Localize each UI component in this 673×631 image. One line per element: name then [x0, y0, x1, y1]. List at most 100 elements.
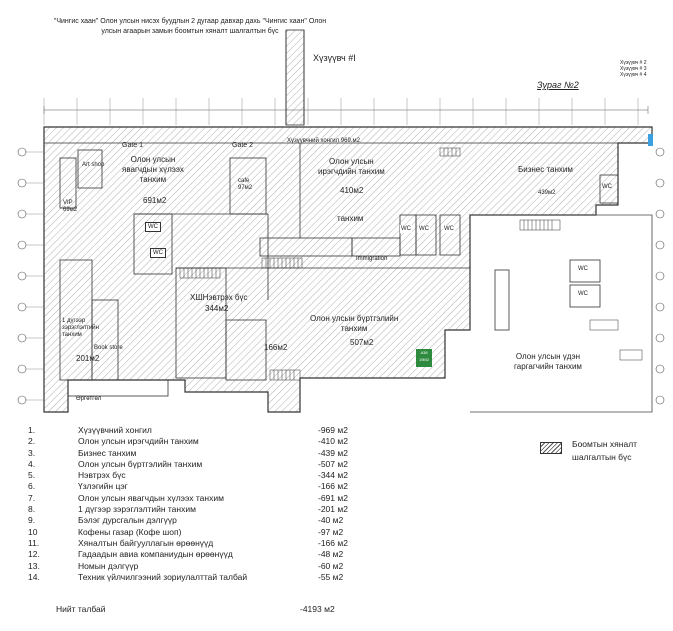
legend-name: Олон улсын бүртгэлийн танхим	[78, 458, 203, 469]
zone-201-area: 201м2	[76, 354, 100, 363]
legend-area: -691 м2	[318, 492, 348, 503]
legend-row: 10 Кофены газар (Кофе шоп) -97 м2	[28, 527, 398, 538]
figure-label: Зураг №2	[537, 80, 579, 90]
total-area-label: Нийт талбай	[56, 604, 106, 614]
arrival-hall-area: 410м2	[340, 186, 364, 195]
legend-area: -48 м2	[318, 549, 344, 560]
registration-hall-area: 507м2	[350, 338, 374, 347]
vip-label: VIP 69м2	[63, 200, 78, 213]
legend-num: 12.	[28, 549, 40, 560]
hall-label: танхим	[337, 214, 364, 223]
departure-lounge-label: Олон улсын явагчдын хүлээх танхим	[122, 155, 184, 184]
wc-label-1: WC	[145, 222, 161, 232]
legend-row: 11.Хяналтын байгууллагын өрөөнүүд-166 м2	[28, 538, 398, 549]
legend-row: 6. Үзлэгийн цэг -166 м2	[28, 481, 398, 492]
legend-name: Номын дэлгүүр	[78, 560, 139, 571]
entry-zone-label: ХШНэвтрэх бүс	[190, 293, 248, 302]
legend-area: -969 м2	[318, 425, 348, 435]
drawing-title: "Чингис хаан" Олон улсын нисэх буудлын 2…	[40, 17, 340, 37]
forecourt-label: Хүзүүвч #I	[313, 53, 356, 63]
legend-num: 8.	[28, 504, 36, 515]
first-class-label: 1 дүгээр зэрэглэлтийн танхим	[62, 318, 99, 338]
zone-166-area: 166м2	[264, 343, 288, 352]
legend-num: 1.	[28, 425, 36, 435]
legend-row: 8. 1 дүгээр зэрэглэлтийн танхим -201 м2	[28, 504, 398, 515]
legend-name: Хүзүүвчний хонгил	[78, 425, 152, 435]
legend-num: 10	[28, 526, 38, 537]
legend-area: -97 м2	[318, 526, 344, 537]
wc-label-4: WC	[418, 225, 430, 233]
title-line-2: улсын агаарын замын боомтын хяналт шалга…	[101, 28, 279, 35]
legend-num: 2.	[28, 436, 36, 447]
wc-label-8: WC	[602, 184, 612, 190]
cafe-label: cafe 97м2	[238, 178, 253, 191]
legend-name: Олон улсын явагчдын хүлээх танхим	[78, 492, 224, 503]
legend-area: -166 м2	[318, 537, 348, 548]
corridor-label: Хүзүүвчний хонгил 969.м2	[287, 138, 360, 144]
legend-row: 14. Техник үйлчилгээний зориулалттай талб…	[28, 572, 398, 583]
legend-area: -439 м2	[318, 447, 348, 458]
legend-list: 1. Хүзүүвчний хонгил -969 м2 2. Олон улсын …	[28, 425, 398, 583]
legend-area: -166 м2	[318, 481, 348, 492]
gate-marker-4: Хүзүүвч # 4	[620, 72, 647, 78]
legend-name: Кофены газар (Кофе шоп)	[78, 526, 182, 537]
legend-name: Үзлэгийн цэг	[78, 481, 128, 492]
gate-1-label: Gate 1	[122, 142, 144, 149]
gate-markers: Хүзүүвч # 2 Хүзүүвч # 3 Хүзүүвч # 4	[620, 60, 647, 78]
legend-row: 7. Олон улсын явагчдын хүлээх танхим -691 …	[28, 493, 398, 504]
hatch-key-swatch	[540, 442, 562, 454]
legend-num: 14.	[28, 571, 40, 582]
legend-row: 4. Олон улсын бүртгэлийн танхим -507 м2	[28, 459, 398, 470]
registration-hall-label: Олон улсын бүртгэлийн танхим	[310, 314, 399, 333]
wc-label-7: WC	[578, 291, 588, 297]
arrival-hall-label: Олон улсын ирэгчдийн танхим	[318, 157, 385, 176]
legend-num: 13.	[28, 560, 40, 571]
legend-area: -55 м2	[318, 571, 344, 582]
wc-label-6: WC	[578, 266, 588, 272]
legend-num: 6.	[28, 481, 36, 492]
wc-label-5: WC	[443, 225, 455, 233]
business-hall-label: Бизнес танхим	[518, 165, 573, 174]
neck-corridor	[285, 29, 305, 126]
legend-area: -60 м2	[318, 560, 344, 571]
entry-zone-area: 344м2	[205, 304, 229, 313]
service-room-label: Өргөтгөл	[76, 396, 102, 402]
immigration-label: Immigration	[356, 256, 388, 262]
business-hall-area: 439м2	[538, 190, 556, 196]
gate-blue-marker	[648, 134, 653, 146]
wc-label-2: WC	[150, 248, 166, 258]
legend-row: 5. Нэвтрэх бүс -344 м2	[28, 470, 398, 481]
legend-num: 4.	[28, 458, 36, 469]
legend-area: -410 м2	[318, 436, 348, 447]
legend-num: 9.	[28, 515, 36, 526]
legend-name: Бэлэг дурсгалын дэлгүүр	[78, 515, 177, 526]
legend-area: -40 м2	[318, 515, 344, 526]
legend-name: 1 дүгээр зэрэглэлтийн танхим	[78, 504, 196, 515]
legend-row: 13. Номын дэлгүүр -60 м2	[28, 561, 398, 572]
title-line-1: "Чингис хаан" Олон улсын нисэх буудлын 2…	[53, 18, 327, 25]
departure-lounge-area: 691м2	[143, 196, 167, 205]
legend-area: -201 м2	[318, 504, 348, 515]
legend-num: 5.	[28, 470, 36, 481]
legend-name: Гадаадын авиа компаниудын өрөөнүүд	[78, 549, 233, 560]
legend-name: Хяналтын байгууллагын өрөөнүүд	[78, 537, 214, 548]
hatch-key-label: Боомтын хяналт шалгалтын бүс	[572, 439, 638, 462]
legend-area: -344 м2	[318, 470, 348, 481]
book-store-label: Book store	[94, 345, 123, 351]
legend-name: Нэвтрэх бүс	[78, 470, 126, 481]
legend-name: Олон улсын ирэгчдийн танхим	[78, 436, 199, 447]
legend-row: 1. Хүзүүвчний хонгил -969 м2	[28, 425, 398, 436]
greeter-hall-label: Олон улсын үдэн гаргагчийн танхим	[514, 352, 582, 371]
legend-num: 7.	[28, 492, 36, 503]
legend-name: Техник үйлчилгээний зориулалттай талбай	[78, 571, 248, 582]
wc-label-3: WC	[400, 225, 412, 233]
art-shop-label: Art shop	[82, 162, 105, 168]
gate-marker-3: Хүзүүвч # 3	[620, 66, 647, 72]
legend-area: -507 м2	[318, 458, 348, 469]
gate-2-label: Gate 2	[232, 142, 254, 149]
legend-row: 3.Бизнес танхим-439 м2	[28, 448, 398, 459]
legend-row: 2. Олон улсын ирэгчдийн танхим -410 м2	[28, 436, 398, 447]
legend-row: 9. Бэлэг дурсгалын дэлгүүр -40 м2	[28, 515, 398, 526]
legend-row: 12. Гадаадын авиа компаниудын өрөөнүүд -48…	[28, 549, 398, 560]
green-room-label: A38 19М2	[416, 349, 432, 367]
